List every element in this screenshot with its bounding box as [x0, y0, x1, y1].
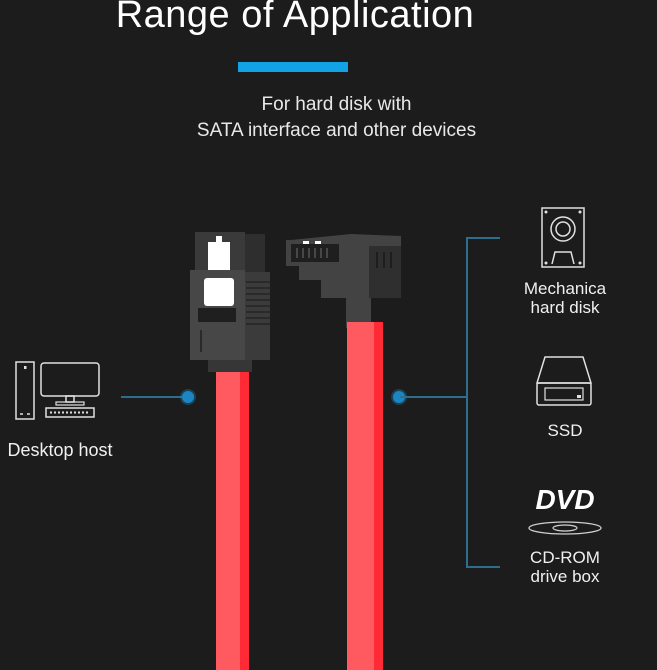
label-line-1: CD-ROM — [530, 548, 600, 567]
dvd-disc-icon — [527, 520, 603, 536]
left-connector-line — [121, 396, 183, 398]
hard-disk-icon — [541, 207, 585, 269]
cd-rom-drive-box-label: CD-ROM drive box — [510, 548, 620, 586]
right-cable-edge — [374, 322, 383, 670]
dvd-logo-text: DVD — [535, 484, 595, 515]
subtitle: For hard disk with SATA interface and ot… — [0, 92, 657, 144]
ssd-icon — [535, 355, 593, 407]
straight-latching-connector — [190, 232, 272, 372]
label-line-2: drive box — [530, 567, 600, 586]
desktop-computer-icon — [14, 360, 104, 422]
right-connector-dot — [393, 391, 405, 403]
right-angle-connector — [281, 228, 401, 328]
desktop-host-label: Desktop host — [7, 440, 113, 460]
right-connector-line — [400, 396, 466, 398]
bracket-top-tick — [466, 237, 500, 239]
left-cable — [216, 372, 240, 670]
bracket-bottom-tick — [466, 566, 500, 568]
bracket-vertical-line — [466, 237, 468, 568]
label-line-2: hard disk — [530, 298, 600, 317]
label-line-1: Mechanica — [523, 279, 607, 298]
accent-divider — [238, 62, 348, 72]
left-cable-edge — [240, 372, 249, 670]
mechanical-hard-disk-label: Mechanica hard disk — [510, 279, 620, 317]
page-title: Range of Application — [115, 0, 475, 36]
subtitle-line-1: For hard disk with — [261, 94, 412, 115]
right-cable — [347, 322, 374, 670]
left-connector-dot — [182, 391, 194, 403]
ssd-label: SSD — [547, 421, 583, 440]
subtitle-line-2: SATA interface and other devices — [196, 120, 477, 141]
